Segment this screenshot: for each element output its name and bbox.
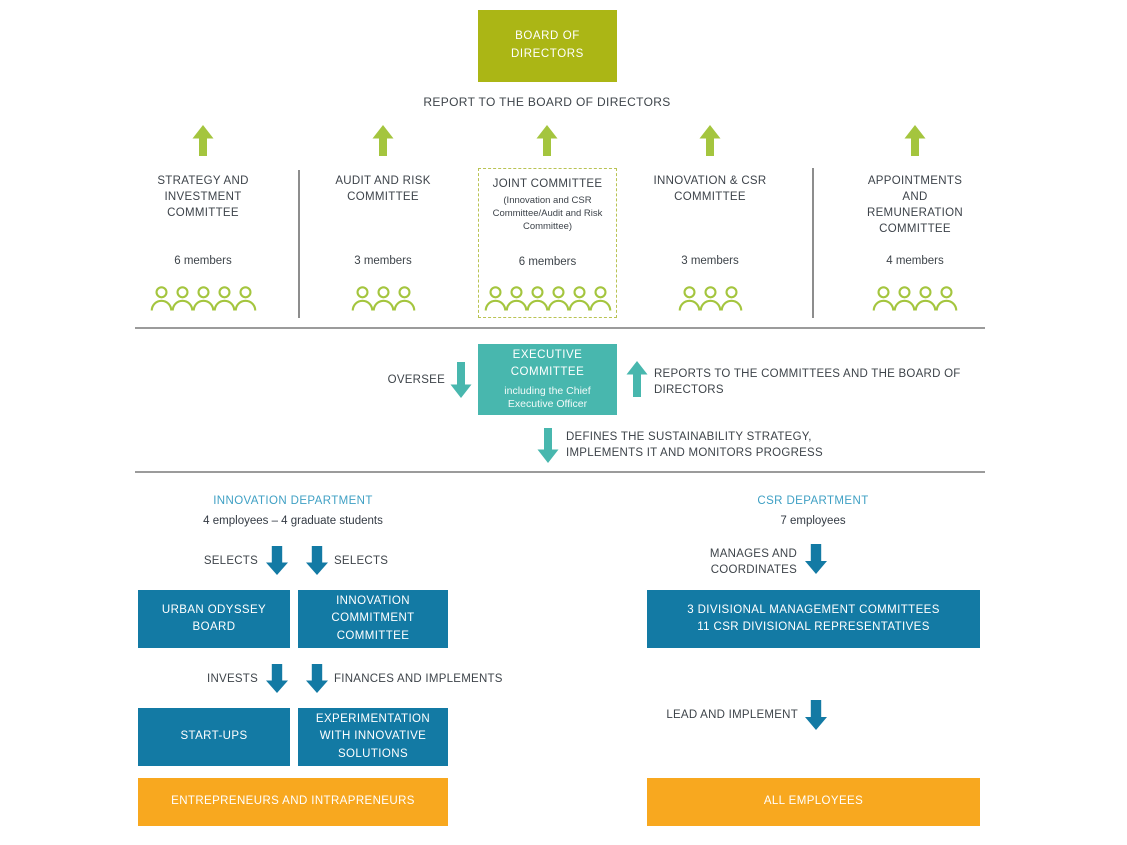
- innovation-department-title: INNOVATION DEPARTMENT: [213, 495, 373, 507]
- committee-members-count: 6 members: [174, 255, 232, 267]
- committee-joint: JOINT COMMITTEE (Innovation and CSR Comm…: [478, 168, 617, 318]
- committee-title: JOINT COMMITTEE: [492, 178, 603, 190]
- committee-members-count: 3 members: [354, 255, 412, 267]
- report-caption: REPORT TO THE BOARD OF DIRECTORS: [423, 95, 671, 109]
- members-icons: [635, 285, 785, 312]
- person-icon: [872, 286, 895, 311]
- committee-strategy-investment: STRATEGY AND INVESTMENT COMMITTEE 6 memb…: [128, 173, 278, 328]
- section-divider-line: [135, 471, 985, 473]
- csr-department-subtitle: 7 employees: [780, 515, 846, 527]
- committee-members-count: 4 members: [886, 255, 944, 267]
- down-arrow-icon: [805, 700, 827, 730]
- down-arrow-icon: [450, 362, 472, 398]
- defines-strategy-label-line1: DEFINES THE SUSTAINABILITY STRATEGY,: [566, 431, 812, 443]
- committee-members-count: 6 members: [518, 256, 577, 268]
- person-icon: [935, 286, 958, 311]
- person-icon: [893, 286, 916, 311]
- person-icon: [393, 286, 415, 311]
- down-arrow-icon: [266, 664, 288, 693]
- up-arrow-icon: [372, 125, 394, 156]
- members-icons: [128, 285, 278, 312]
- person-icon: [720, 286, 742, 311]
- committee-audit-risk: AUDIT AND RISK COMMITTEE 3 members: [308, 173, 458, 328]
- person-icon: [171, 286, 193, 311]
- person-icon: [505, 286, 527, 311]
- person-icon: [678, 286, 700, 311]
- innovation-commitment-committee-box: INNOVATION COMMITMENT COMMITTEE: [298, 590, 448, 648]
- committee-appointments-remuneration: APPOINTMENTS AND REMUNERATION COMMITTEE …: [840, 173, 990, 328]
- defines-strategy-label-line2: IMPLEMENTS IT AND MONITORS PROGRESS: [566, 447, 823, 459]
- csr-department-title: CSR DEPARTMENT: [757, 495, 869, 507]
- down-arrow-icon: [306, 546, 328, 575]
- urban-odyssey-board-box: URBAN ODYSSEY BOARD: [138, 590, 290, 648]
- oversee-label: OVERSEE: [387, 374, 445, 386]
- divisional-committees-line2: 11 CSR DIVISIONAL REPRESENTATIVES: [697, 621, 930, 633]
- committee-title: APPOINTMENTS AND REMUNERATION COMMITTEE: [866, 175, 964, 236]
- selects-label: SELECTS: [334, 555, 389, 567]
- finances-and-implements-label: FINANCES AND IMPLEMENTS: [334, 673, 503, 685]
- up-arrow-icon: [904, 125, 926, 156]
- members-icons: [479, 285, 616, 312]
- person-icon: [589, 286, 611, 311]
- committee-title: INNOVATION & CSR COMMITTEE: [653, 175, 767, 204]
- start-ups-box: START-UPS: [138, 708, 290, 766]
- members-icons: [308, 285, 458, 312]
- lead-and-implement-label: LEAD AND IMPLEMENT: [666, 709, 798, 721]
- person-icon: [192, 286, 214, 311]
- committee-title: STRATEGY AND INVESTMENT COMMITTEE: [157, 175, 249, 220]
- person-icon: [699, 286, 721, 311]
- experimentation-box: EXPERIMENTATION WITH INNOVATIVE SOLUTION…: [298, 708, 448, 766]
- entrepreneurs-intrapreneurs-box: ENTREPRENEURS AND INTRAPRENEURS: [138, 778, 448, 826]
- divisional-committees-box: 3 DIVISIONAL MANAGEMENT COMMITTEES 11 CS…: [647, 590, 980, 648]
- person-icon: [234, 286, 256, 311]
- up-arrow-icon: [699, 125, 721, 156]
- manages-and-coordinates-label: MANAGES AND COORDINATES: [709, 548, 797, 577]
- executive-committee-subtitle: including the Chief Executive Officer: [504, 384, 591, 411]
- person-icon: [213, 286, 235, 311]
- down-arrow-icon: [306, 664, 328, 693]
- section-divider-line: [135, 327, 985, 329]
- up-arrow-icon: [536, 125, 558, 156]
- down-arrow-icon: [266, 546, 288, 575]
- person-icon: [547, 286, 569, 311]
- up-arrow-icon: [192, 125, 214, 156]
- all-employees-box: ALL EMPLOYEES: [647, 778, 980, 826]
- down-arrow-icon: [537, 428, 559, 463]
- down-arrow-icon: [805, 544, 827, 574]
- person-icon: [568, 286, 590, 311]
- committee-innovation-csr: INNOVATION & CSR COMMITTEE 3 members: [635, 173, 785, 328]
- person-icon: [351, 286, 373, 311]
- divisional-committees-line1: 3 DIVISIONAL MANAGEMENT COMMITTEES: [687, 603, 940, 616]
- divider-line: [812, 168, 814, 318]
- person-icon: [914, 286, 937, 311]
- divider-line: [298, 170, 300, 318]
- person-icon: [526, 286, 548, 311]
- committee-title: AUDIT AND RISK COMMITTEE: [335, 175, 431, 204]
- person-icon: [150, 286, 172, 311]
- reports-to-label: REPORTS TO THE COMMITTEES AND THE BOARD …: [654, 368, 961, 397]
- up-arrow-icon: [626, 361, 648, 397]
- person-icon: [484, 286, 506, 311]
- selects-label: SELECTS: [203, 555, 258, 567]
- committee-subtitle: (Innovation and CSR Committee/Audit and …: [492, 195, 603, 232]
- executive-committee-box: EXECUTIVE COMMITTEE including the Chief …: [478, 344, 617, 415]
- members-icons: [840, 285, 990, 312]
- executive-committee-title: EXECUTIVE COMMITTEE: [510, 349, 585, 379]
- board-of-directors-box: BOARD OF DIRECTORS: [478, 10, 617, 82]
- committee-members-count: 3 members: [681, 255, 739, 267]
- invests-label: INVESTS: [207, 673, 258, 685]
- innovation-department-subtitle: 4 employees – 4 graduate students: [203, 515, 383, 527]
- person-icon: [372, 286, 394, 311]
